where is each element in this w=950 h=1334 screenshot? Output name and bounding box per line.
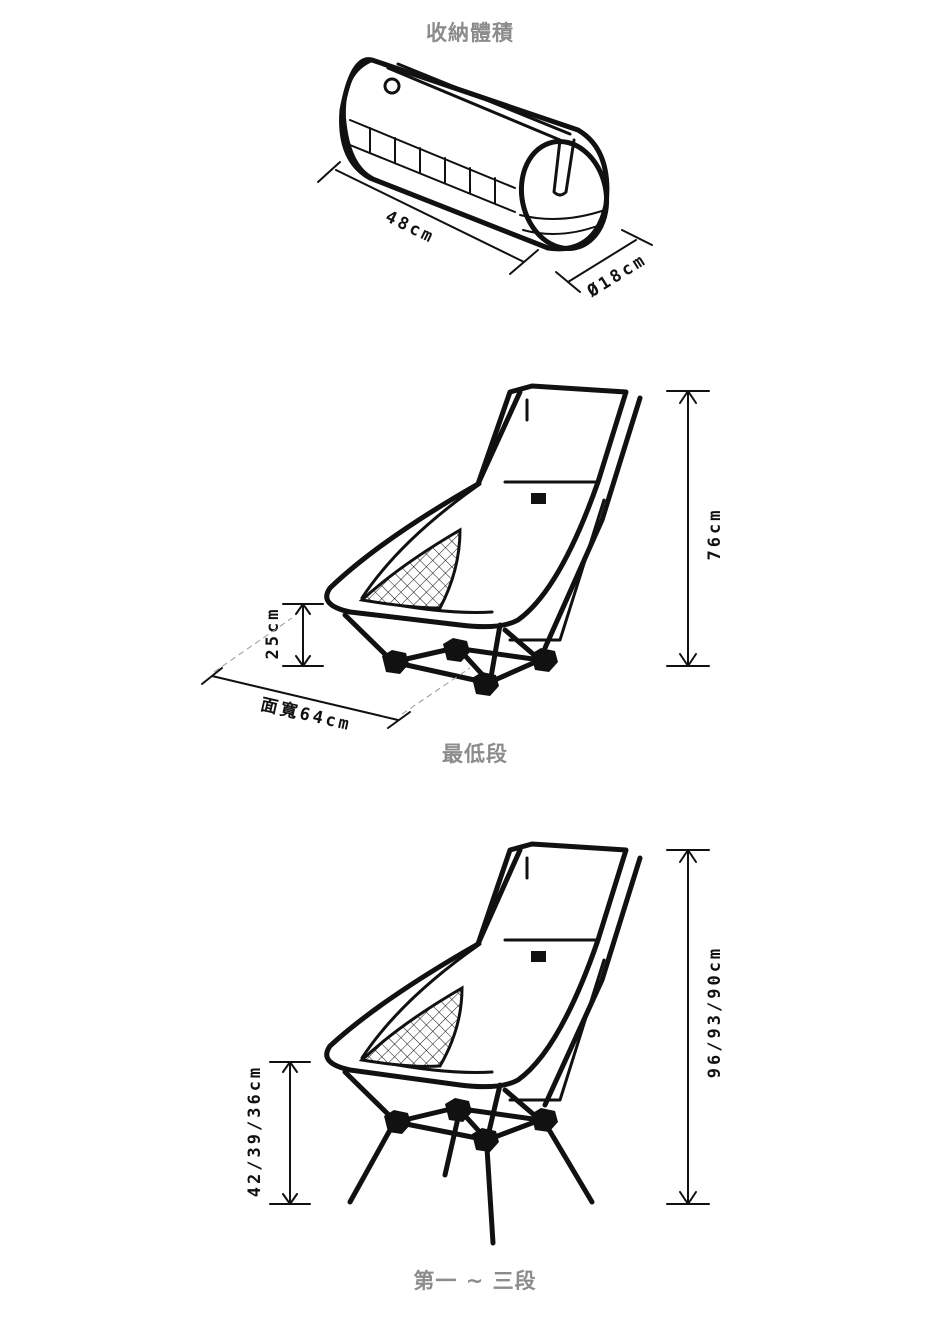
lowest-caption: 最低段 [442, 742, 508, 766]
chair-lowest-drawing [324, 383, 643, 696]
total-height-dimension: 96/93/90cm [666, 849, 725, 1205]
lowest-section: 76cm 25cm 面寬64cm 最低段 [201, 383, 725, 766]
foot-icon [382, 650, 409, 674]
brand-tag-icon [531, 951, 546, 962]
foot-icon [472, 1128, 499, 1152]
foot-icon [384, 1110, 411, 1134]
length-dimension: 48cm [317, 161, 539, 275]
width-label: 面寬64cm [259, 694, 354, 735]
packed-bag-drawing [339, 57, 610, 252]
foot-icon [472, 672, 499, 696]
high-caption: 第一 ~ 三段 [413, 1269, 536, 1293]
foot-icon [531, 1108, 558, 1132]
brand-tag-icon [531, 493, 546, 504]
packed-caption: 收納體積 [426, 21, 514, 45]
seat-height-dimension: 42/39/36cm [245, 1061, 311, 1205]
seat-height-label: 25cm [263, 607, 283, 660]
foot-icon [531, 648, 558, 672]
chair-high-drawing [324, 841, 643, 1246]
length-label: 48cm [382, 207, 438, 248]
packed-size-section: 收納體積 48cm [317, 21, 653, 303]
diameter-dimension: Ø18cm [555, 229, 653, 303]
total-height-label: 76cm [705, 508, 725, 561]
total-height-dimension: 76cm [666, 390, 725, 667]
total-height-label: 96/93/90cm [705, 946, 725, 1078]
seat-height-dimension: 25cm [263, 603, 324, 667]
high-section: 96/93/90cm 42/39/36cm 第一 ~ 三段 [245, 841, 725, 1293]
diameter-label: Ø18cm [583, 250, 651, 303]
width-dimension: 面寬64cm [201, 617, 471, 735]
seat-height-label: 42/39/36cm [245, 1065, 265, 1197]
